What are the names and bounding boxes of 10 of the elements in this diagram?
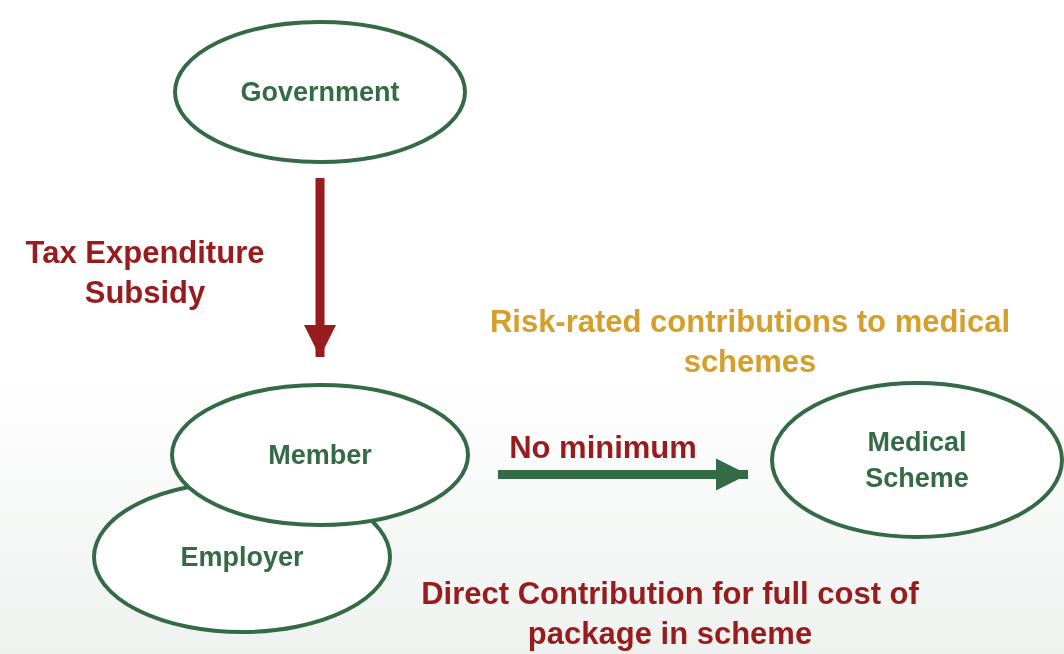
arrow — [303, 178, 337, 357]
node-label: Medical Scheme — [864, 426, 970, 495]
arrow — [498, 458, 748, 491]
node-label: Member — [267, 439, 373, 472]
node-label: Employer — [179, 541, 305, 574]
edge-label: No minimum — [508, 429, 698, 467]
annotation-text: Direct Contribution for full cost of package in scheme — [420, 575, 920, 653]
edge-label: Tax Expenditure Subsidy — [24, 234, 266, 312]
node-label: Government — [239, 76, 401, 109]
annotation-text: Risk-rated contributions to medical schemes — [488, 303, 1012, 381]
